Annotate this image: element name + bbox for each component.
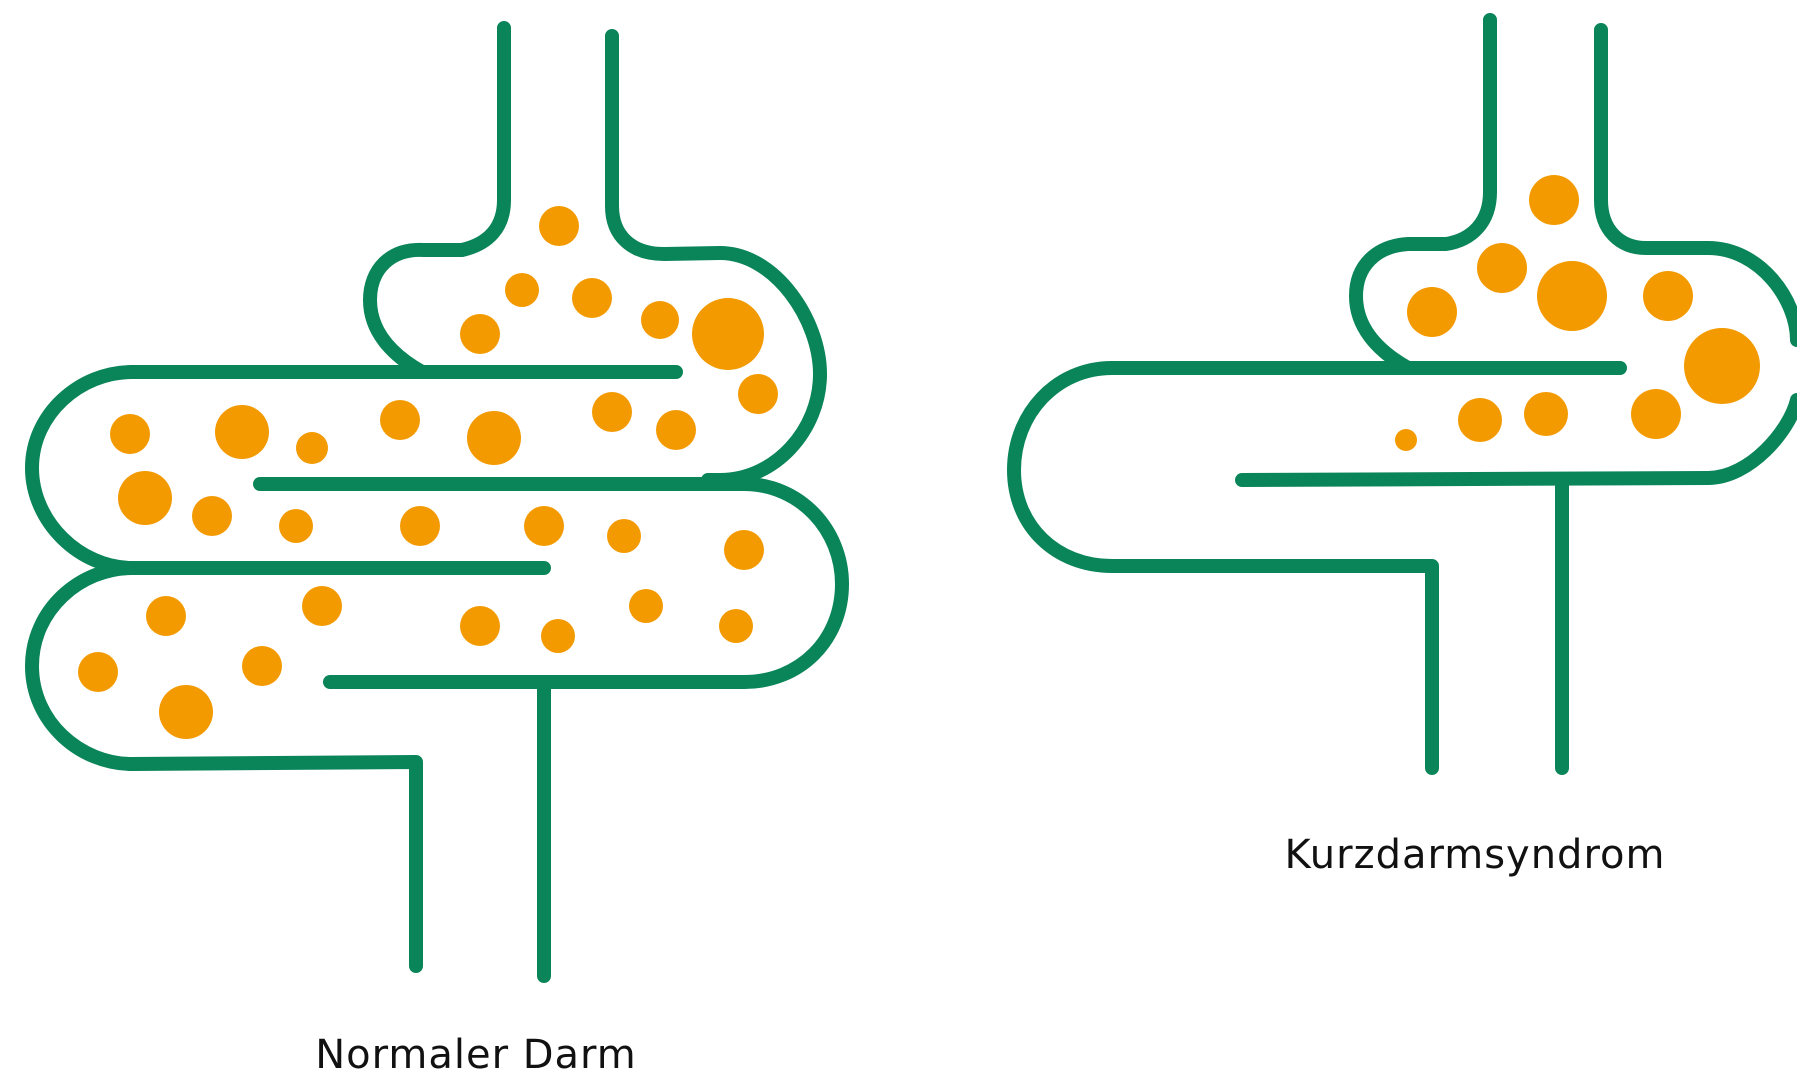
normal-nutrient-particle — [118, 471, 172, 525]
normal-nutrient-particle — [607, 519, 641, 553]
normal-nutrient-particle — [539, 206, 579, 246]
normal-esophagus-right-wall — [612, 36, 820, 480]
normal-nutrient-particle — [724, 530, 764, 570]
short-nutrient-particle — [1631, 389, 1681, 439]
short-nutrient-particle — [1524, 392, 1568, 436]
normal-nutrient-particle — [279, 509, 313, 543]
normal-nutrient-particle — [467, 411, 521, 465]
normal-nutrient-particle — [110, 414, 150, 454]
short-nutrient-particle — [1529, 175, 1579, 225]
short-nutrient-particle — [1684, 328, 1760, 404]
short-nutrient-particle — [1407, 287, 1457, 337]
normal-nutrient-particle — [629, 589, 663, 623]
normal-lower-loop-curve — [32, 568, 416, 966]
normal-nutrient-particle — [460, 606, 500, 646]
short-loop-left-curve — [1014, 368, 1432, 768]
normal-intestine-label: Normaler Darm — [315, 1032, 637, 1078]
normal-nutrient-particle — [380, 400, 420, 440]
short-nutrient-particles — [1395, 175, 1760, 451]
normal-nutrient-particle — [572, 278, 612, 318]
normal-nutrient-particle — [656, 410, 696, 450]
normal-nutrient-particle — [215, 405, 269, 459]
normal-nutrient-particle — [592, 392, 632, 432]
normal-nutrient-particle — [78, 652, 118, 692]
short-nutrient-particle — [1395, 429, 1417, 451]
short-bowel-syndrome-label: Kurzdarmsyndrom — [1285, 832, 1666, 878]
normal-middle-loop-curve — [710, 484, 842, 682]
short-nutrient-particle — [1477, 243, 1527, 293]
normal-nutrient-particle — [192, 496, 232, 536]
short-intestine-outline — [1014, 20, 1797, 768]
normal-nutrient-particle — [541, 619, 575, 653]
normal-nutrient-particle — [641, 301, 679, 339]
normal-nutrient-particle — [692, 298, 764, 370]
normal-nutrient-particle — [146, 596, 186, 636]
normal-nutrient-particle — [242, 646, 282, 686]
short-nutrient-particle — [1537, 261, 1607, 331]
normal-nutrient-particle — [460, 314, 500, 354]
short-nutrient-particle — [1458, 398, 1502, 442]
normal-nutrient-particle — [400, 506, 440, 546]
short-esophagus-right-wall — [1601, 30, 1797, 340]
short-nutrient-particle — [1643, 271, 1693, 321]
normal-nutrient-particle — [296, 432, 328, 464]
normal-nutrient-particle — [719, 609, 753, 643]
normal-nutrient-particle — [302, 586, 342, 626]
normal-nutrient-particle — [159, 685, 213, 739]
normal-nutrient-particle — [505, 273, 539, 307]
normal-nutrient-particles — [78, 206, 778, 739]
normal-upper-loop-curve — [32, 372, 132, 568]
short-intestine — [1014, 20, 1797, 768]
normal-nutrient-particle — [738, 374, 778, 414]
normal-nutrient-particle — [524, 506, 564, 546]
normal-intestine — [32, 28, 842, 976]
short-loop-right-curve — [1242, 400, 1797, 480]
